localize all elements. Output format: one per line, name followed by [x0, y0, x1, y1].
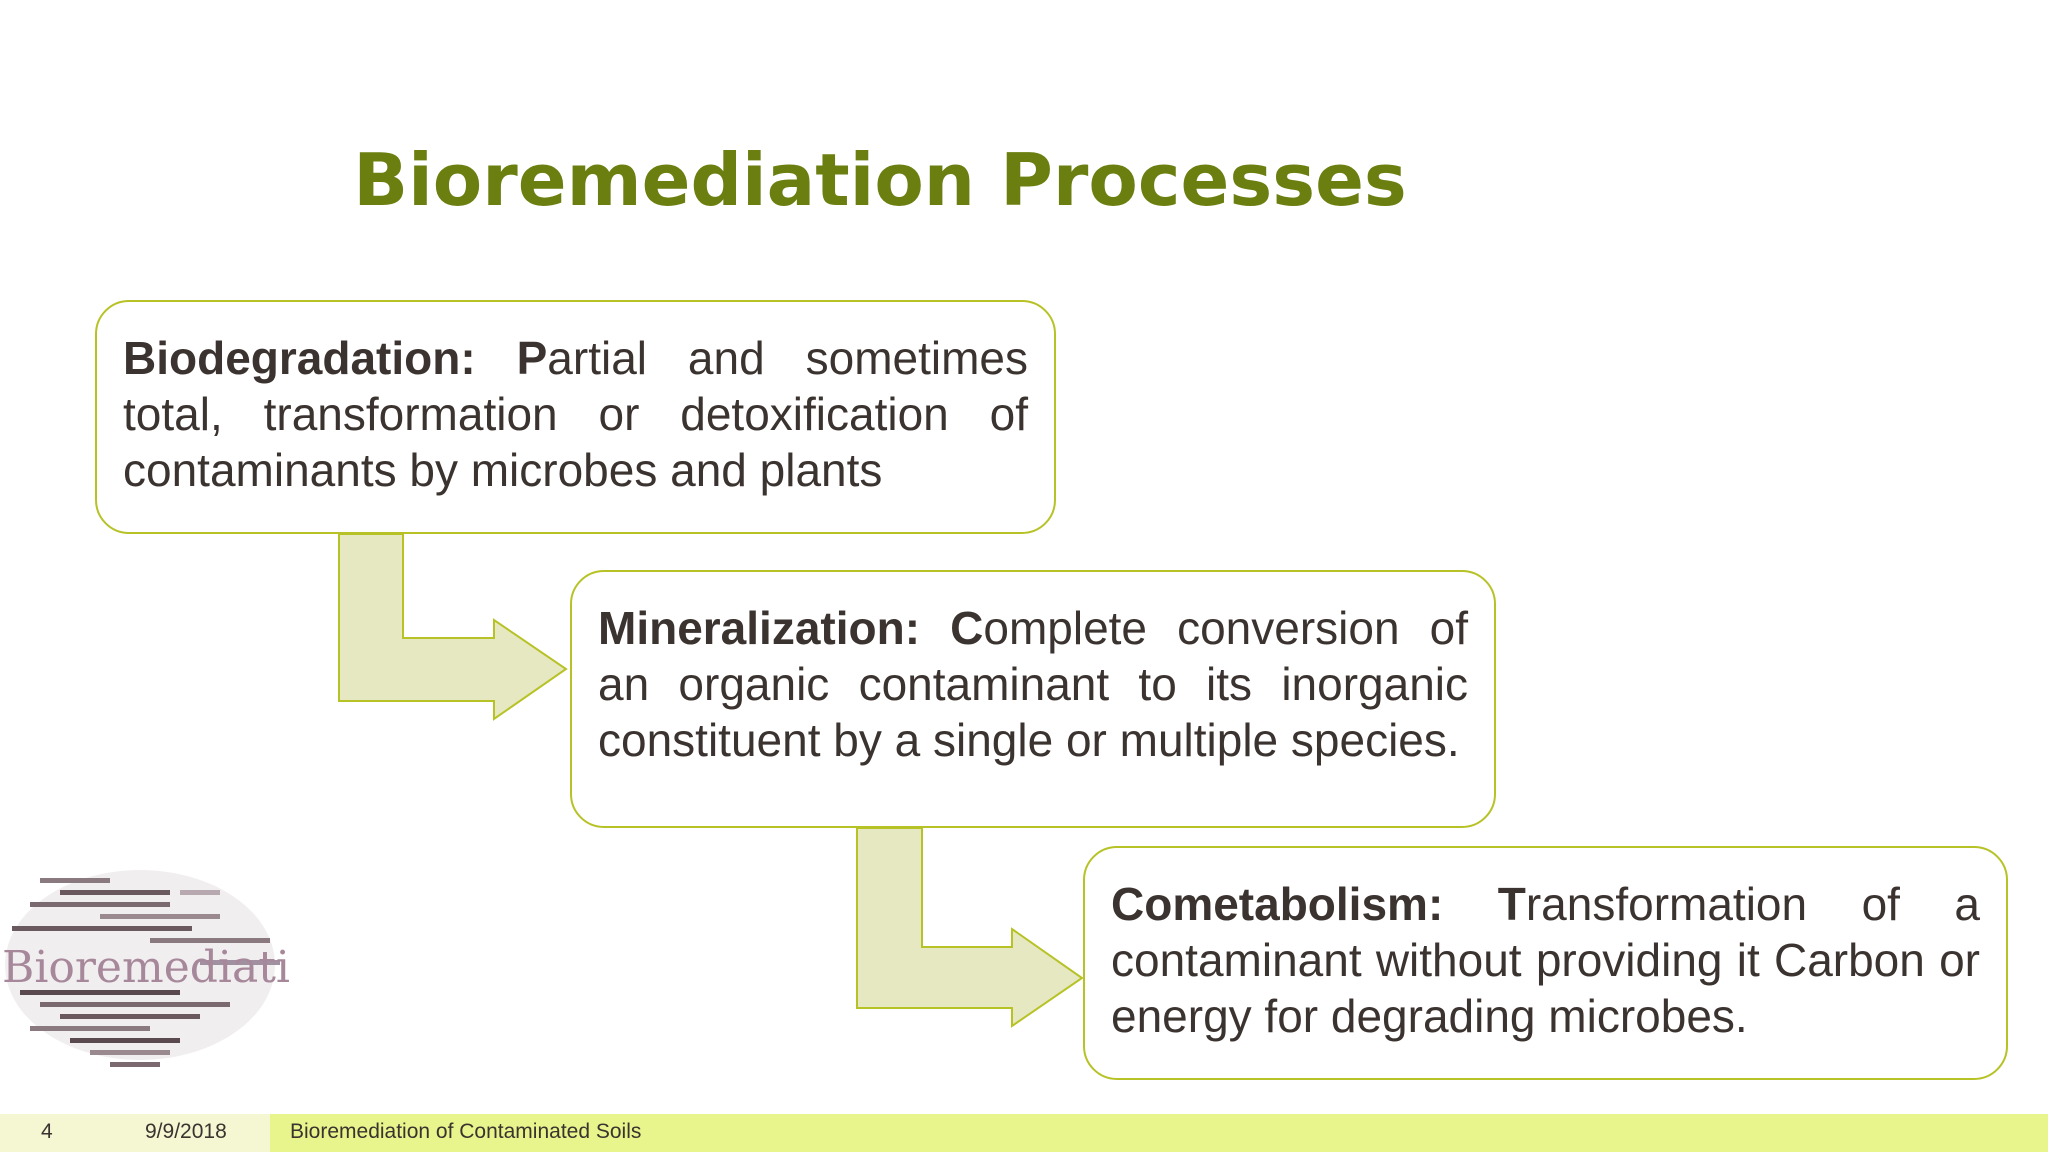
box-lead: T	[1497, 878, 1526, 930]
slide-title: Bioremediation Processes	[353, 138, 1407, 222]
bent-arrow-1	[338, 533, 568, 721]
box-lead: C	[950, 602, 984, 654]
box-text: omplete conversion of an organic contami…	[598, 602, 1469, 766]
footer-bar	[270, 1114, 2048, 1152]
box-term: Biodegradation:	[123, 332, 476, 384]
word-cloud-title: Bioremediation	[2, 942, 290, 993]
box-lead: P	[516, 332, 548, 384]
box-term: Cometabolism:	[1111, 878, 1444, 930]
slide-date: 9/9/2018	[145, 1120, 227, 1143]
box-text: artial and sometimes total, transformati…	[123, 332, 1028, 496]
slide-number: 4	[41, 1120, 53, 1143]
process-box-mineralization: Mineralization: Complete conversion of a…	[570, 570, 1496, 828]
footer-text: Bioremediation of Contaminated Soils	[290, 1120, 642, 1143]
process-box-biodegradation: Biodegradation: Partial and sometimes to…	[95, 300, 1056, 534]
box-text: ransformation of a contaminant without p…	[1111, 878, 1980, 1042]
box-term: Mineralization:	[598, 602, 921, 654]
word-cloud-image: Bioremediation	[2, 870, 290, 1067]
footer-left-bar	[0, 1114, 270, 1152]
bent-arrow-2	[856, 827, 1084, 1028]
process-box-cometabolism: Cometabolism: Transformation of a contam…	[1083, 846, 2008, 1080]
